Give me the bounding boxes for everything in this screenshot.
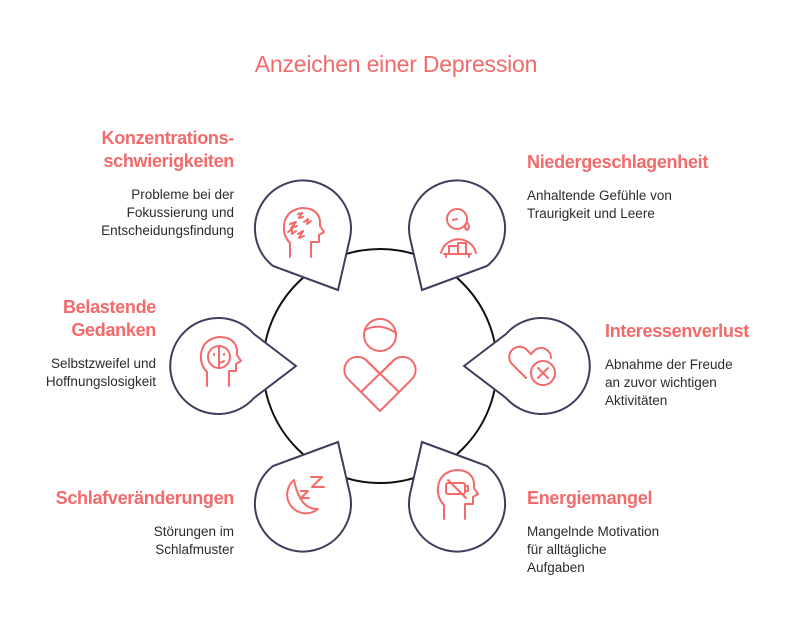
pin-interessenverlust bbox=[462, 317, 591, 415]
desc-line: Abnahme der Freude bbox=[605, 357, 733, 372]
title-line: Energiemangel bbox=[527, 488, 653, 508]
person-heart-icon bbox=[343, 318, 417, 412]
item-schlafveraenderungen: Schlafveränderungen Störungen im Schlafm… bbox=[55, 487, 235, 559]
desc-line: Anhaltende Gefühle von bbox=[527, 188, 672, 203]
desc-line: Traurigkeit und Leere bbox=[527, 206, 655, 221]
heart-cross-icon bbox=[508, 345, 556, 386]
empty-battery-head-icon bbox=[436, 469, 479, 520]
desc-line: Fokussierung und bbox=[126, 205, 234, 220]
desc-line: für alltägliche bbox=[527, 542, 607, 557]
diagram-title: Anzeichen einer Depression bbox=[254, 51, 538, 77]
title-line: Schlafveränderungen bbox=[55, 488, 235, 508]
title-line: Belastende bbox=[62, 297, 156, 317]
title-line: Konzentrations- bbox=[101, 128, 235, 148]
title-line: Gedanken bbox=[71, 320, 156, 340]
central-ring bbox=[262, 248, 498, 484]
item-title: Niedergeschlagenheit bbox=[527, 151, 708, 174]
item-title: Belastende Gedanken bbox=[46, 296, 156, 342]
item-description: Selbstzweifel und Hoffnungslosigkeit bbox=[46, 355, 156, 391]
desc-line: Entscheidungsfindung bbox=[101, 223, 234, 238]
item-title: Interessenverlust bbox=[605, 320, 749, 343]
desc-line: an zuvor wichtigen bbox=[605, 375, 717, 390]
title-line: schwierigkeiten bbox=[103, 151, 234, 171]
title-line: Interessenverlust bbox=[605, 321, 749, 341]
desc-line: Schlafmuster bbox=[155, 542, 234, 557]
desc-line: Hoffnungslosigkeit bbox=[45, 374, 156, 389]
desc-line: Aktivitäten bbox=[605, 393, 668, 408]
desc-line: Mangelnde Motivation bbox=[527, 524, 660, 539]
pin-energiemangel bbox=[408, 440, 507, 553]
pin-niedergeschlagenheit bbox=[408, 179, 507, 292]
item-belastende-gedanken: Belastende Gedanken Selbstzweifel und Ho… bbox=[46, 296, 156, 391]
pin-belastende-gedanken bbox=[169, 317, 298, 415]
item-konzentration: Konzentrations- schwierigkeiten Probleme… bbox=[101, 127, 234, 240]
item-description: Probleme bei der Fokussierung und Entsch… bbox=[101, 186, 234, 240]
item-description: Anhaltende Gefühle von Traurigkeit und L… bbox=[527, 187, 708, 223]
item-description: Abnahme der Freude an zuvor wichtigen Ak… bbox=[605, 356, 749, 410]
item-title: Konzentrations- schwierigkeiten bbox=[101, 127, 235, 173]
desc-line: Selbstzweifel und bbox=[50, 356, 156, 371]
item-interessenverlust: Interessenverlust Abnahme der Freude an … bbox=[605, 320, 749, 410]
pin-konzentration bbox=[253, 179, 352, 292]
title-line: Niedergeschlagenheit bbox=[527, 152, 709, 172]
item-energiemangel: Energiemangel Mangelnde Motivation für a… bbox=[527, 487, 659, 577]
moon-sleep-icon bbox=[286, 476, 325, 515]
desc-line: Aufgaben bbox=[527, 560, 585, 575]
desc-line: Störungen im bbox=[153, 524, 234, 539]
sad-person-icon bbox=[440, 208, 477, 258]
item-niedergeschlagenheit: Niedergeschlagenheit Anhaltende Gefühle … bbox=[527, 151, 708, 223]
item-title: Schlafveränderungen bbox=[55, 487, 235, 510]
item-title: Energiemangel bbox=[527, 487, 659, 510]
confused-head-icon bbox=[282, 207, 325, 258]
item-description: Störungen im Schlafmuster bbox=[56, 523, 234, 559]
split-face-head-icon bbox=[199, 336, 242, 387]
item-description: Mangelnde Motivation für alltägliche Auf… bbox=[527, 523, 659, 577]
desc-line: Probleme bei der bbox=[131, 187, 234, 202]
